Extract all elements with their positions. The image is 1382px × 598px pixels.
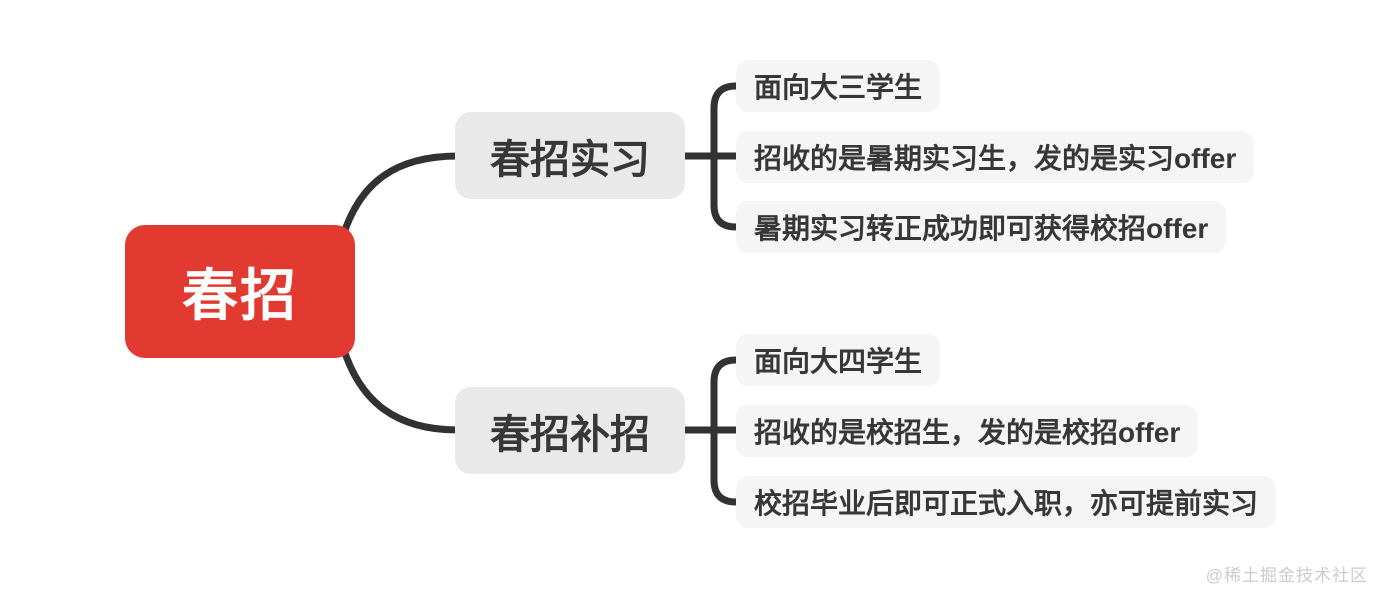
leaf-node-label: 暑期实习转正成功即可获得校招offer [754,213,1209,244]
watermark: @稀土掘金技术社区 [1205,566,1368,585]
root-node-label: 春招 [182,264,298,327]
root-node: 春招 [125,225,355,358]
branch-node-label: 春招实习 [490,137,650,182]
branch-node-spring-supplementary: 春招补招 [455,387,685,474]
link-branch-1-bracket [710,82,742,231]
leaf-node-official-onboarding: 校招毕业后即可正式入职，亦可提前实习 [736,476,1277,528]
leaf-node-label: 面向大三学生 [754,72,923,103]
leaf-node-conversion-to-campus-offer: 暑期实习转正成功即可获得校招offer [736,201,1227,253]
leaf-node-label: 校招毕业后即可正式入职，亦可提前实习 [754,488,1259,519]
link-branch-2-bracket [710,356,742,506]
link-root-to-branch-2 [339,343,462,434]
leaf-node-label: 招收的是校招生，发的是校招offer [754,417,1181,448]
leaf-node-label: 招收的是暑期实习生，发的是实习offer [754,143,1237,174]
leaf-node-label: 面向大四学生 [754,346,923,377]
branch-node-label: 春招补招 [490,412,650,457]
branch-node-spring-internship: 春招实习 [455,112,685,199]
leaf-node-juniors: 面向大三学生 [736,60,941,112]
leaf-node-campus-offer: 招收的是校招生，发的是校招offer [736,405,1199,457]
leaf-node-seniors: 面向大四学生 [736,334,941,386]
leaf-node-summer-intern-offer: 招收的是暑期实习生，发的是实习offer [736,131,1255,183]
link-root-to-branch-1 [339,152,462,240]
